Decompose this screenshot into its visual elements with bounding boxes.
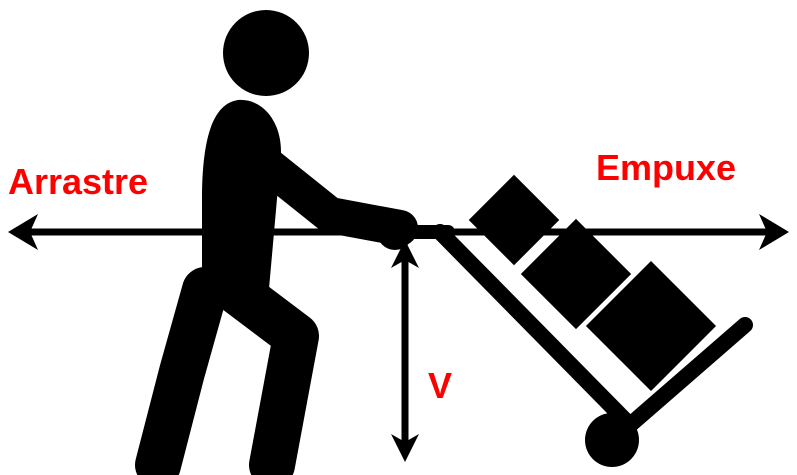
drag-force-label: Arrastre	[8, 164, 148, 200]
push-force-label: Empuxe	[596, 150, 736, 186]
vertical-force-arrow	[391, 240, 419, 462]
person-pushing-icon	[158, 10, 413, 465]
hand-truck-icon	[405, 175, 745, 467]
vertical-force-label: V	[428, 368, 452, 404]
